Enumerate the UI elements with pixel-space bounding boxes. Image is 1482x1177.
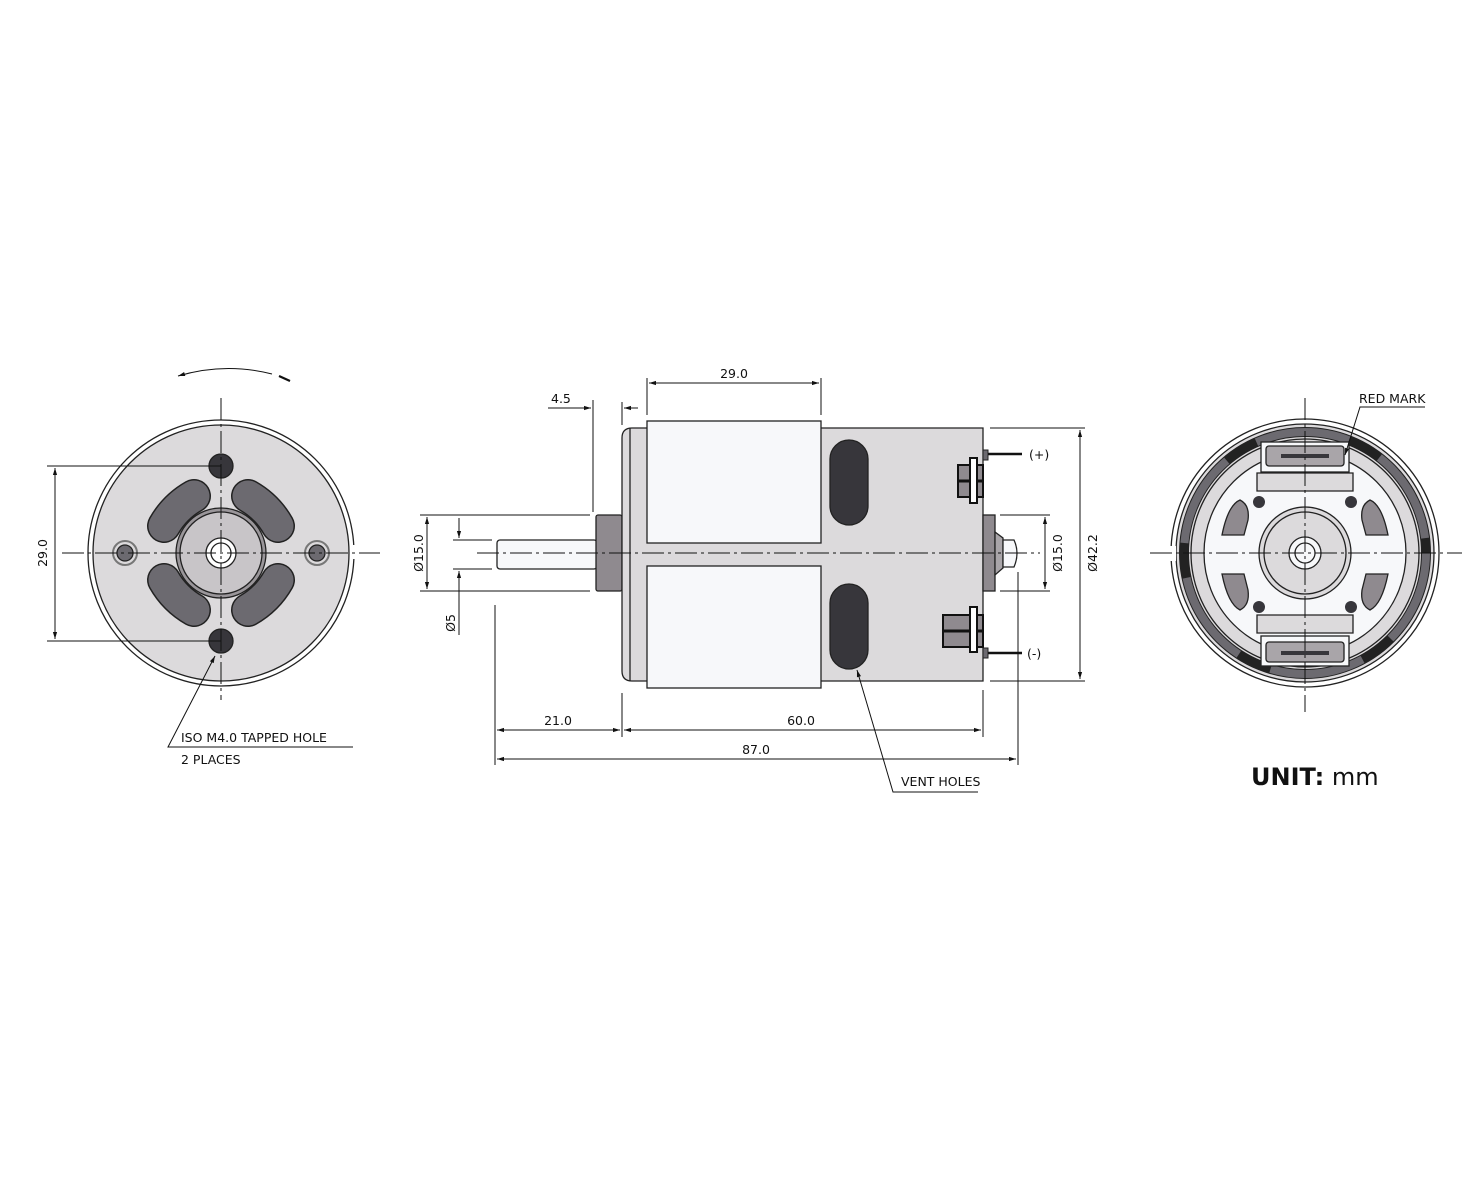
terminal-positive — [957, 449, 1022, 504]
dim-front-boss-dia: Ø15.0 — [411, 534, 426, 572]
terminal-negative — [942, 606, 1022, 659]
dim-shaft-dia: Ø5 — [443, 614, 458, 632]
rear-view: RED MARK — [1150, 391, 1462, 712]
dim-overall-length: 87.0 — [742, 742, 770, 757]
tapped-hole-places: 2 PLACES — [181, 752, 241, 767]
vent-holes-label: VENT HOLES — [901, 774, 981, 789]
terminal-positive-label: (+) — [1029, 447, 1049, 462]
magnet-top — [646, 420, 822, 544]
magnet-bottom — [646, 565, 822, 689]
dim-magnet-length: 29.0 — [720, 366, 748, 381]
tapped-hole-note: ISO M4.0 TAPPED HOLE — [181, 730, 327, 745]
red-mark-label: RED MARK — [1359, 391, 1426, 406]
vent-hole-top — [829, 439, 869, 526]
unit-label: UNIT: mm — [1251, 763, 1379, 791]
dim-hole-spacing: 29.0 — [35, 539, 50, 567]
dim-body-length: 60.0 — [787, 713, 815, 728]
rotation-arrow-icon — [177, 368, 273, 377]
dim-body-dia: Ø42.2 — [1085, 534, 1100, 572]
terminal-negative-label: (-) — [1027, 646, 1041, 661]
dim-rear-boss-dia: Ø15.0 — [1050, 534, 1065, 572]
shaft — [496, 539, 598, 570]
front-view: 29.0 ISO M4.0 TAPPED HOLE 2 PLACES — [35, 368, 380, 767]
vent-slots — [147, 479, 295, 627]
dim-shaft-length: 21.0 — [544, 713, 572, 728]
vent-hole-bottom — [829, 583, 869, 670]
dim-flange: 4.5 — [551, 391, 571, 406]
side-view: (+) (-) 29.0 4.5 Ø15.0 Ø5 21.0 60.0 — [411, 366, 1100, 793]
